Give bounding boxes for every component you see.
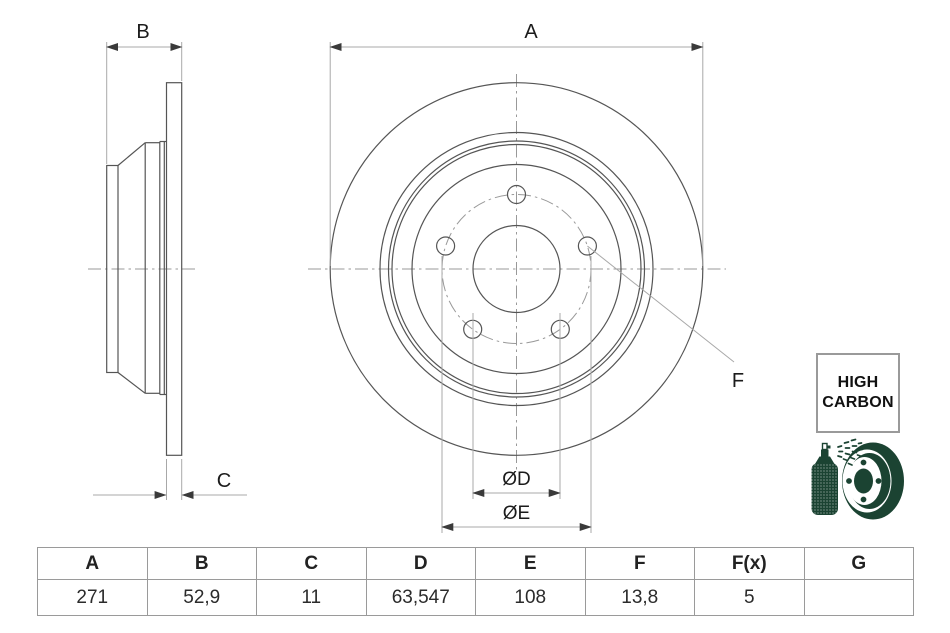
dim-value-e: 108 (475, 579, 586, 616)
high-carbon-badge-line1: HIGH (837, 374, 879, 391)
col-header-fx: F(x) (694, 547, 805, 580)
col-header-e: E (475, 547, 586, 580)
dimension-c: C (93, 459, 247, 500)
brake-disc-technical-drawing: A B C ØD ØE (88, 21, 744, 533)
dimension-d: ØD (472, 313, 561, 499)
dim-label-d: ØD (502, 469, 531, 490)
col-header-g: G (803, 547, 914, 580)
col-header-f: F (584, 547, 695, 580)
dimension-b: B (105, 21, 183, 164)
dim-value-g (803, 579, 914, 616)
dimensions-table-header-row: A B C D E F F(x) G (37, 547, 914, 580)
dim-value-d: 63,547 (365, 579, 476, 616)
dimensions-table-value-row: 271 52,9 11 63,547 108 13,8 5 (37, 579, 914, 616)
side-view (106, 82, 183, 456)
disc-glyph (842, 442, 904, 520)
spray-coating-disc-icon (811, 438, 904, 520)
col-header-c: C (256, 547, 367, 580)
disc-plate-section (165, 82, 183, 456)
center-bore-circle (472, 224, 561, 314)
dim-value-b: 52,9 (146, 579, 257, 616)
front-view (329, 82, 704, 456)
dim-label-b: B (136, 21, 149, 43)
dim-value-c: 11 (256, 579, 367, 616)
dim-label-f: F (732, 370, 744, 392)
col-header-a: A (37, 547, 148, 580)
hat-flange-section (106, 164, 119, 374)
dimension-e: ØE (441, 256, 592, 533)
leader-f: F (587, 245, 744, 392)
dim-label-a: A (524, 21, 538, 43)
dim-value-f: 13,8 (584, 579, 695, 616)
col-header-b: B (146, 547, 257, 580)
high-carbon-badge-line2: CARBON (822, 394, 894, 411)
dim-label-e: ØE (503, 503, 530, 524)
dimension-a: A (329, 21, 704, 266)
dimensions-table: A B C D E F F(x) G 271 52,9 11 63,547 10… (37, 547, 914, 616)
spray-can-glyph (811, 442, 838, 515)
spray-particles-glyph (837, 438, 863, 466)
col-header-d: D (365, 547, 476, 580)
dim-value-fx: 5 (694, 579, 805, 616)
dim-label-c: C (217, 470, 231, 492)
centerlines (88, 74, 726, 470)
dim-value-a: 271 (37, 579, 148, 616)
high-carbon-badge: HIGH CARBON (816, 353, 900, 433)
outer-diameter-circle (329, 82, 704, 456)
